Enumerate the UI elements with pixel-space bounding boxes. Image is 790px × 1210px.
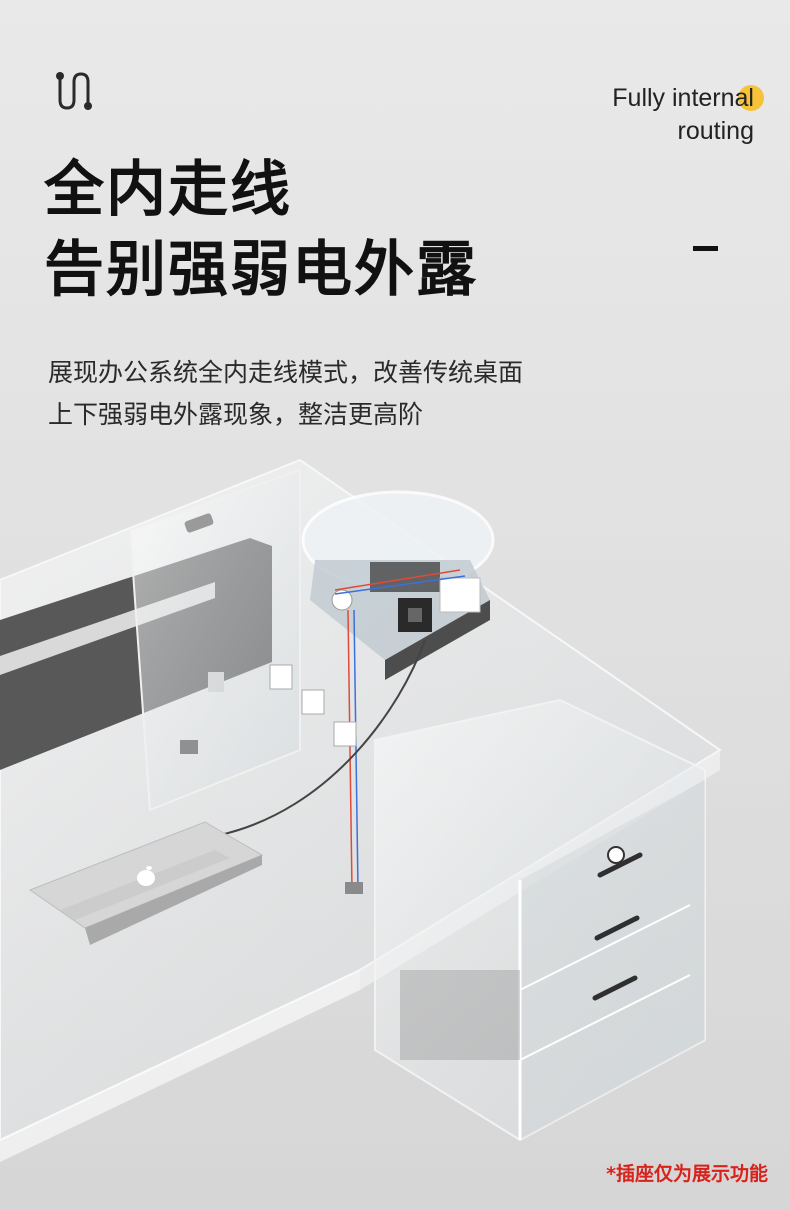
leg-sockets [269, 664, 357, 747]
english-title-line2: routing [677, 117, 754, 145]
headline-line1: 全内走线 [44, 155, 292, 225]
drawer-cabinet [374, 698, 706, 1142]
english-title-line1: Fully internal [612, 84, 754, 112]
laptop [28, 821, 264, 945]
cable-routing-icon [56, 72, 92, 110]
description: 展现办公系统全内走线模式，改善传统桌面 上下强弱电外露现象，整洁更高阶 [48, 352, 523, 436]
english-title: Fully internal routing [612, 82, 764, 148]
left-pedestal [128, 468, 301, 812]
desk-illustration [0, 450, 790, 1210]
cable-channel [219, 609, 426, 894]
footnote: *插座仅为展示功能 [606, 1163, 768, 1185]
headline: 全内走线 告别强弱电外露 [44, 150, 478, 310]
dash-mark [693, 246, 718, 251]
headline-line2: 告别强弱电外露 [44, 235, 478, 305]
description-line2: 上下强弱电外露现象，整洁更高阶 [48, 400, 424, 429]
apple-logo-icon [137, 866, 155, 886]
description-line1: 展现办公系统全内走线模式，改善传统桌面 [48, 358, 524, 387]
